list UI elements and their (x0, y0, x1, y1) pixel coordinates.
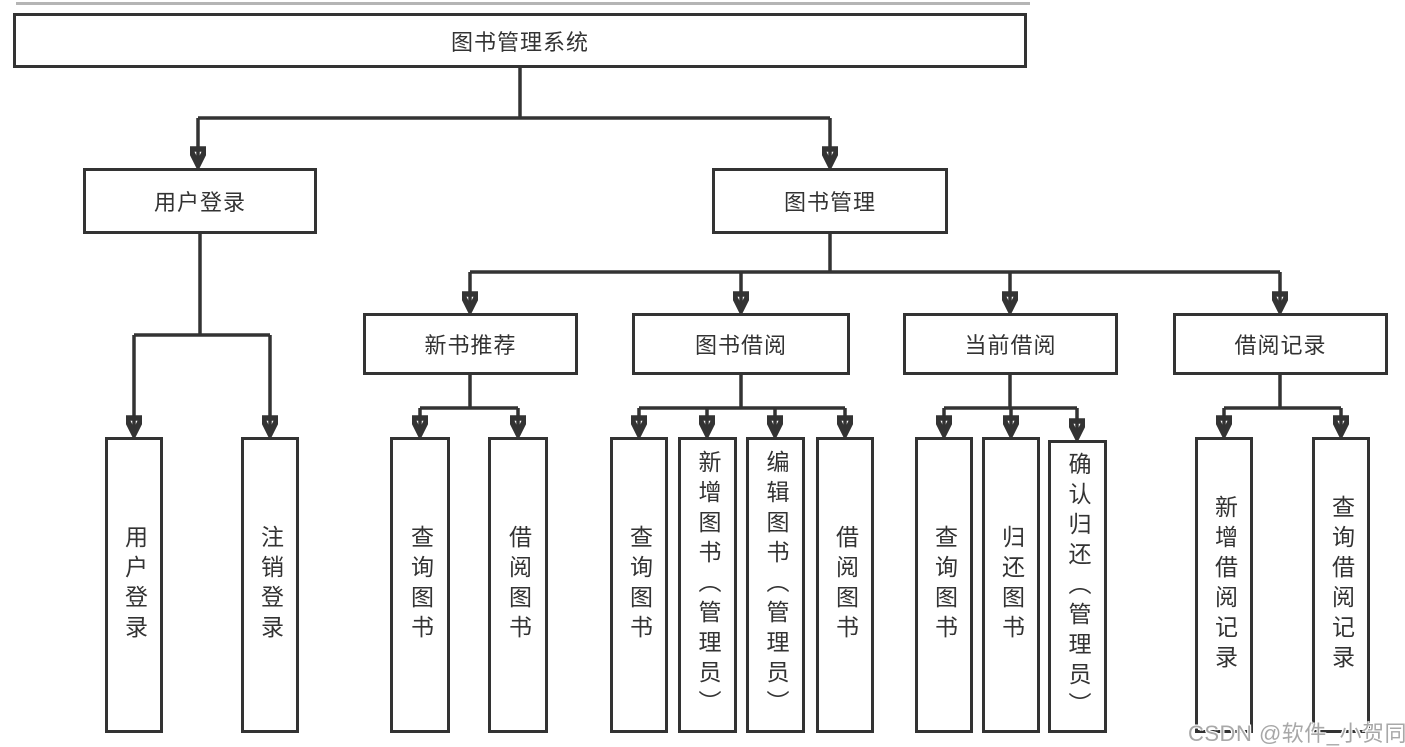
csdn-watermark: CSDN @软件_小贺同学 (1188, 721, 1405, 746)
node-new-book-rec: 新书推荐 (363, 313, 578, 375)
node-current-borrow-label: 当前借阅 (964, 333, 1057, 358)
leaf-borrow-query-books: 查询图书 (610, 437, 668, 733)
node-book-borrow-label: 图书借阅 (694, 333, 787, 358)
leaf-newrec-borrow-books: 借阅图书 (488, 437, 548, 733)
connector-line (944, 375, 1077, 410)
node-book-borrow: 图书借阅 (632, 313, 850, 375)
connector-line (1224, 375, 1341, 410)
leaf-records-query-record: 查询借阅记录 (1312, 437, 1370, 733)
leaf-user-login: 用户登录 (105, 437, 163, 733)
connector-borrow-records-children (1224, 375, 1341, 434)
connector-line (134, 234, 270, 337)
leaf-borrow-add-books-admin: 新增图书（管理员） (678, 437, 737, 733)
leaf-records-query-record-label: 查询借阅记录 (1328, 495, 1355, 675)
node-book-mgmt: 图书管理 (712, 168, 948, 234)
node-new-book-rec-label: 新书推荐 (424, 333, 517, 358)
leaf-newrec-query-books-label: 查询图书 (407, 525, 434, 645)
connector-new-book-rec-children (420, 375, 518, 434)
node-borrow-records: 借阅记录 (1173, 313, 1388, 375)
connector-line (420, 375, 518, 410)
leaf-records-add-record-label: 新增借阅记录 (1211, 495, 1238, 675)
leaf-current-return-books-label: 归还图书 (998, 525, 1025, 645)
node-user-login: 用户登录 (83, 168, 317, 234)
leaf-user-login-label: 用户登录 (121, 525, 148, 645)
leaf-records-add-record: 新增借阅记录 (1195, 437, 1253, 733)
leaf-current-confirm-return-admin-label: 确认归还（管理员） (1065, 451, 1091, 722)
connector-user-login-children (134, 234, 270, 434)
connector-current-borrow-children (944, 375, 1077, 437)
connector-book-borrow-children (639, 375, 845, 434)
leaf-borrow-edit-books-admin: 编辑图书（管理员） (746, 437, 805, 733)
node-root-label: 图书管理系统 (450, 29, 589, 55)
leaf-borrow-add-books-admin-label: 新增图书（管理员） (695, 450, 721, 720)
node-user-login-label: 用户登录 (153, 190, 246, 215)
leaf-borrow-borrow-books-label: 借阅图书 (832, 525, 859, 645)
leaf-borrow-query-books-label: 查询图书 (626, 525, 653, 645)
leaf-newrec-query-books: 查询图书 (390, 437, 450, 733)
leaf-current-query-books: 查询图书 (915, 437, 973, 733)
leaf-current-return-books: 归还图书 (982, 437, 1040, 733)
connector-book-mgmt-children (470, 234, 1280, 310)
node-book-mgmt-label: 图书管理 (783, 190, 876, 215)
node-root: 图书管理系统 (13, 13, 1027, 68)
connector-line (198, 68, 830, 120)
connector-root-to-level2 (198, 68, 830, 165)
leaf-current-query-books-label: 查询图书 (931, 525, 958, 645)
leaf-newrec-borrow-books-label: 借阅图书 (505, 525, 532, 645)
leaf-borrow-edit-books-admin-label: 编辑图书（管理员） (763, 450, 789, 720)
top-divider (16, 2, 1030, 5)
leaf-borrow-borrow-books: 借阅图书 (816, 437, 874, 733)
leaf-logout: 注销登录 (241, 437, 299, 733)
node-current-borrow: 当前借阅 (903, 313, 1118, 375)
leaf-current-confirm-return-admin: 确认归还（管理员） (1048, 440, 1107, 733)
connector-line (639, 375, 845, 410)
node-borrow-records-label: 借阅记录 (1234, 333, 1327, 358)
connector-line (470, 234, 1280, 274)
leaf-logout-label: 注销登录 (257, 525, 284, 645)
